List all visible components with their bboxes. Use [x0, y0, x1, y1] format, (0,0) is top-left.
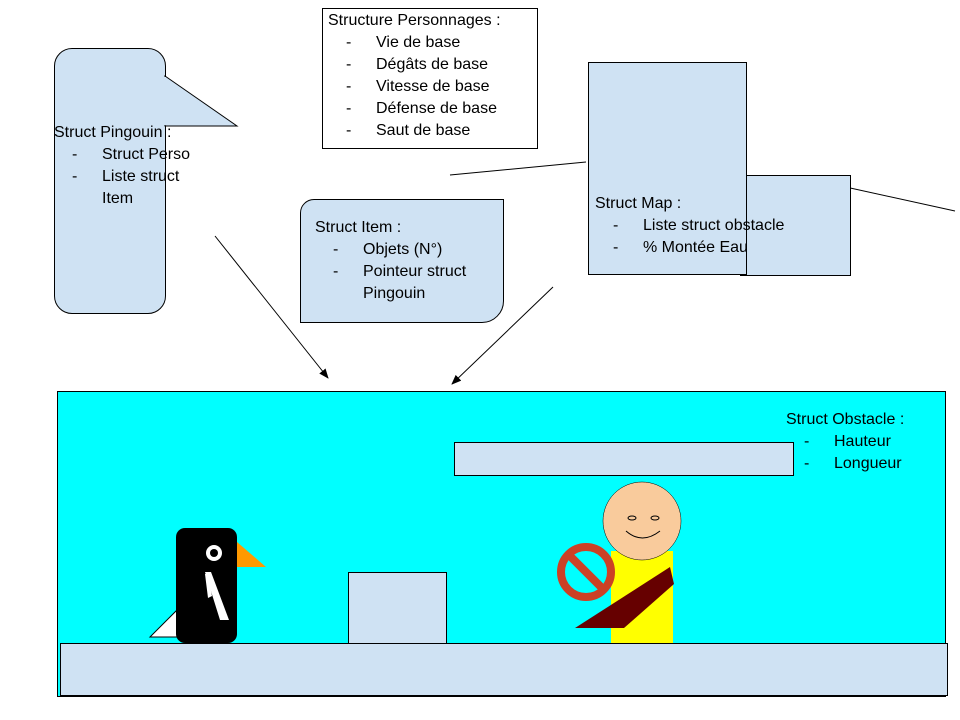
list-item: Longueur: [786, 453, 904, 475]
connector-personnages-map: [449, 161, 587, 176]
arrow-pingouin-to-scene: [214, 235, 329, 379]
list-item: Objets (N°): [315, 239, 493, 261]
character-eye-left: [627, 515, 637, 521]
map-text: Struct Map : Liste struct obstacle % Mon…: [595, 193, 784, 259]
block-obstacle: [348, 572, 447, 644]
penguin-pupil: [210, 549, 218, 557]
character-eye-right: [650, 515, 660, 521]
map-title: Struct Map :: [595, 195, 682, 212]
arrow-map-to-scene: [451, 286, 554, 385]
pingouin-title: Struct Pingouin :: [54, 124, 172, 141]
floating-platform: [454, 442, 794, 476]
personnages-title: Structure Personnages :: [328, 12, 501, 29]
obstacle-title: Struct Obstacle :: [786, 411, 905, 428]
item-title: Struct Item :: [315, 219, 402, 236]
list-item: Struct Perso: [54, 144, 202, 166]
character-mouth: [625, 530, 661, 539]
list-item: Vie de base: [328, 32, 501, 54]
personnages-text: Structure Personnages : Vie de base Dégâ…: [328, 10, 501, 142]
list-item: Liste struct obstacle: [595, 215, 784, 237]
character-head: [602, 481, 682, 561]
list-item: Dégâts de base: [328, 54, 501, 76]
list-item: % Montée Eau: [595, 237, 784, 259]
list-item: Pointeur struct Pingouin: [315, 261, 493, 305]
pingouin-text: Struct Pingouin : Struct Perso Liste str…: [54, 122, 202, 210]
obstacle-text: Struct Obstacle : Hauteur Longueur: [786, 409, 904, 475]
list-item: Défense de base: [328, 98, 501, 120]
character-sash: [575, 567, 674, 628]
list-item: Vitesse de base: [328, 76, 501, 98]
penguin-belly-patch-2: [205, 574, 212, 598]
forbidden-sign-icon: [557, 543, 615, 601]
list-item: Hauteur: [786, 431, 904, 453]
list-item: Saut de base: [328, 120, 501, 142]
list-item: Liste struct Item: [54, 166, 202, 210]
item-text: Struct Item : Objets (N°) Pointeur struc…: [315, 217, 493, 305]
penguin-beak: [237, 542, 266, 567]
ground-platform: [60, 643, 948, 696]
connector-map-right: [831, 183, 956, 212]
penguin-belly-patch: [205, 572, 229, 620]
